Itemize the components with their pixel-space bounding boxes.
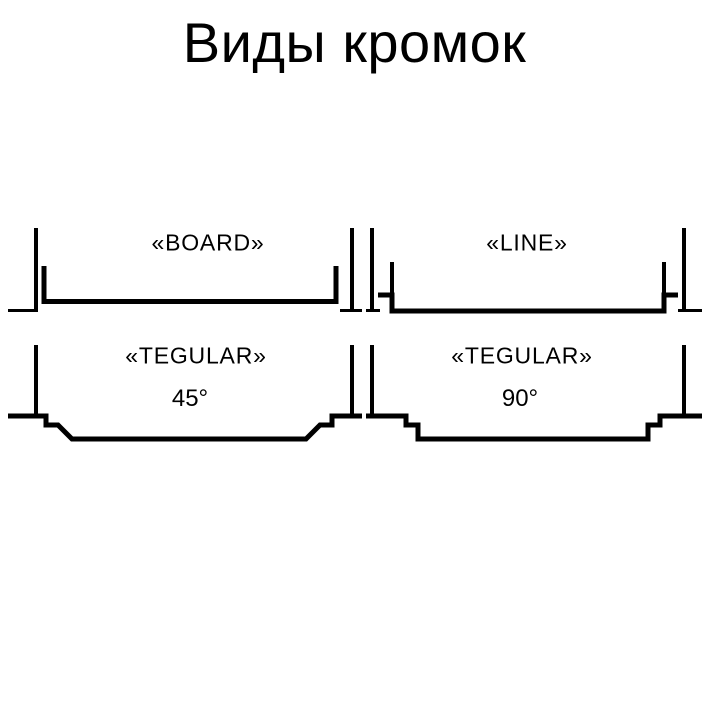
board-label: «BOARD»	[151, 229, 265, 256]
panel-edge-line	[378, 292, 678, 314]
board-edge-drawing	[8, 228, 362, 312]
tegular-90-angle: 90°	[501, 385, 539, 412]
tegular-45-edge-drawing	[8, 345, 362, 442]
line-edge-drawing	[366, 228, 702, 314]
tegular-90-label: «TEGULAR»	[451, 342, 593, 369]
line-label: «LINE»	[486, 229, 568, 256]
page-title: Виды кромок	[182, 11, 527, 74]
panel-edge-line	[8, 413, 362, 442]
tegular-45-angle: 45°	[171, 385, 209, 412]
panel-edge-line	[366, 413, 702, 442]
tegular-90-edge-drawing	[366, 345, 702, 442]
tegular-45-label: «TEGULAR»	[125, 342, 267, 369]
panel-edge-line	[41, 266, 339, 304]
